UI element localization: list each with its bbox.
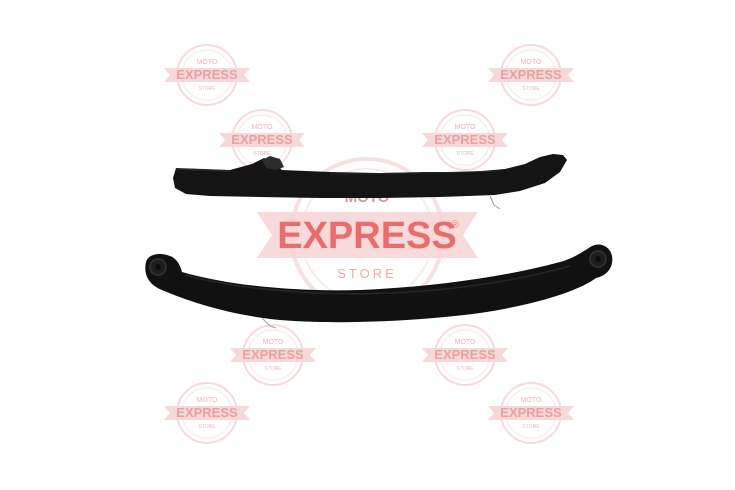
lower-chain-guide bbox=[145, 244, 613, 329]
upper-chain-guide bbox=[173, 154, 567, 210]
